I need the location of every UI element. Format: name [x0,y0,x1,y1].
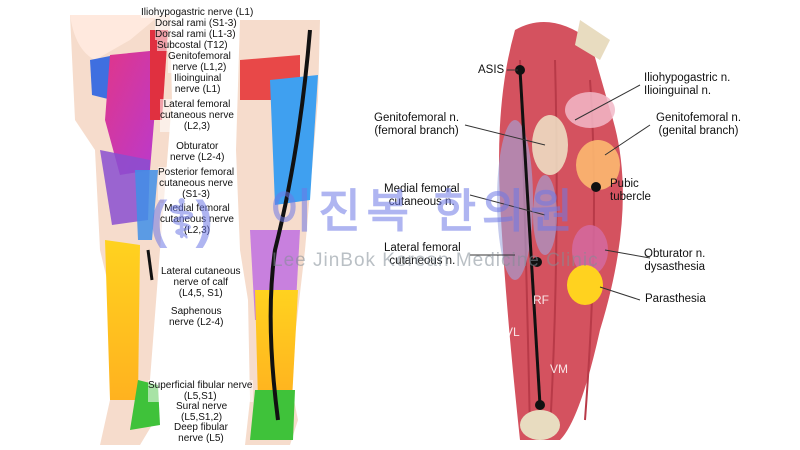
pelvic-bone [575,20,610,60]
genitofemoral-genital-label: Genitofemoral n.(genital branch) [656,112,742,137]
watermark-korean: 이진복 한의원 [270,185,579,237]
sup-fibular-nerve-label: Superficial fibular nerve(L5,S1) [148,380,253,402]
label-line: nerve (L2-4) [170,152,225,163]
sural-nerve-label: Sural nerve(L5,S1,2) [176,401,228,423]
label-line: (S1-3) [182,189,210,200]
label-line: Obturator [176,141,219,152]
back-green-heel [250,390,295,440]
label-line: Posterior femoral [158,167,235,178]
label-line: Dorsal rami (S1-3) [155,18,237,29]
label-line: cutaneous nerve [159,178,234,189]
vl-muscle-label: VL [505,325,520,339]
mid-point [532,257,542,267]
iliohypo-zone [565,92,615,128]
vm-muscle-label: VM [550,362,568,376]
asis-point [515,65,525,75]
pubic-tubercle-point [591,182,601,192]
label-line: Lateral femoral [163,99,231,110]
gf-fem-zone [532,115,568,175]
obturator-zone [572,225,608,275]
subcostal-nerve-label: Subcostal (T12) [157,40,228,51]
muscle-fibers-mid [549,59,558,431]
parasthesia-zone [567,265,603,305]
label-line: (L5,S1) [183,391,217,402]
label-line: nerve (L1,2) [172,62,227,73]
asis-patella-line [518,69,542,406]
rf-muscle-label: RF [533,293,549,307]
label-line: Iliohypogastric nerve (L1) [141,7,254,18]
label-line: nerve (L2-4) [169,317,224,328]
back-yellow-calf [255,290,298,400]
label-line: Deep fibular [174,422,228,433]
label-line: nerve (L5) [178,433,224,444]
label-line: Saphenous [170,306,222,317]
patella-point [535,400,545,410]
label-line: cutaneous nerve [160,214,234,225]
obturator-label: Obturator n.dysasthesia [644,248,706,273]
leader-lines [464,69,651,301]
label-line: Lateral cutaneous [161,266,241,277]
front-blue-side [135,170,158,240]
genitofemoral-femoral-label: Genitofemoral n.(femoral branch) [374,112,460,137]
label-line: (L5,S1,2) [181,412,223,423]
label-line: (L2,3) [183,225,211,236]
parasthesia-label: Parasthesia [645,293,706,305]
anterior-nerve-line [146,249,154,281]
posterior-nerve-line [268,29,312,421]
label-line: nerve (L1) [174,84,221,95]
back-blue-thigh [270,75,318,205]
label-line: Subcostal (T12) [157,40,228,51]
asis-label: ASIS [478,64,505,76]
front-magenta-thigh [105,50,160,175]
dorsal-s-nerve-label: Dorsal rami (S1-3) [155,18,237,29]
dorsal-l-nerve-label: Dorsal rami (L1-3) [155,29,236,40]
watermark-logo: (⚕) [150,191,213,249]
label-line: cutaneous nerve [160,110,234,121]
label-line: Dorsal rami (L1-3) [155,29,236,40]
label-line: Medial femoral [164,203,230,214]
label-line: nerve of calf [173,277,228,288]
front-yellow-shin [105,240,140,400]
label-line: Sural nerve [176,401,228,412]
label-line: (L2,3) [183,121,211,132]
front-red-strip [150,30,168,120]
anterior-hip-region [70,15,160,60]
label-line: Genitofemoral [168,51,231,62]
label-line: (L4,5, S1) [178,288,223,299]
iliohypogastric-label: Iliohypogastric n.Ilioinguinal n. [644,72,731,97]
label-line: Ilioinguinal [174,73,222,84]
patella [520,410,560,440]
iliohypogastric-nerve-label: Iliohypogastric nerve (L1) [141,7,254,18]
watermark-english: Lee JinBok Korean Medicine Clinic [272,250,599,271]
label-line: Superficial fibular nerve [148,380,253,391]
